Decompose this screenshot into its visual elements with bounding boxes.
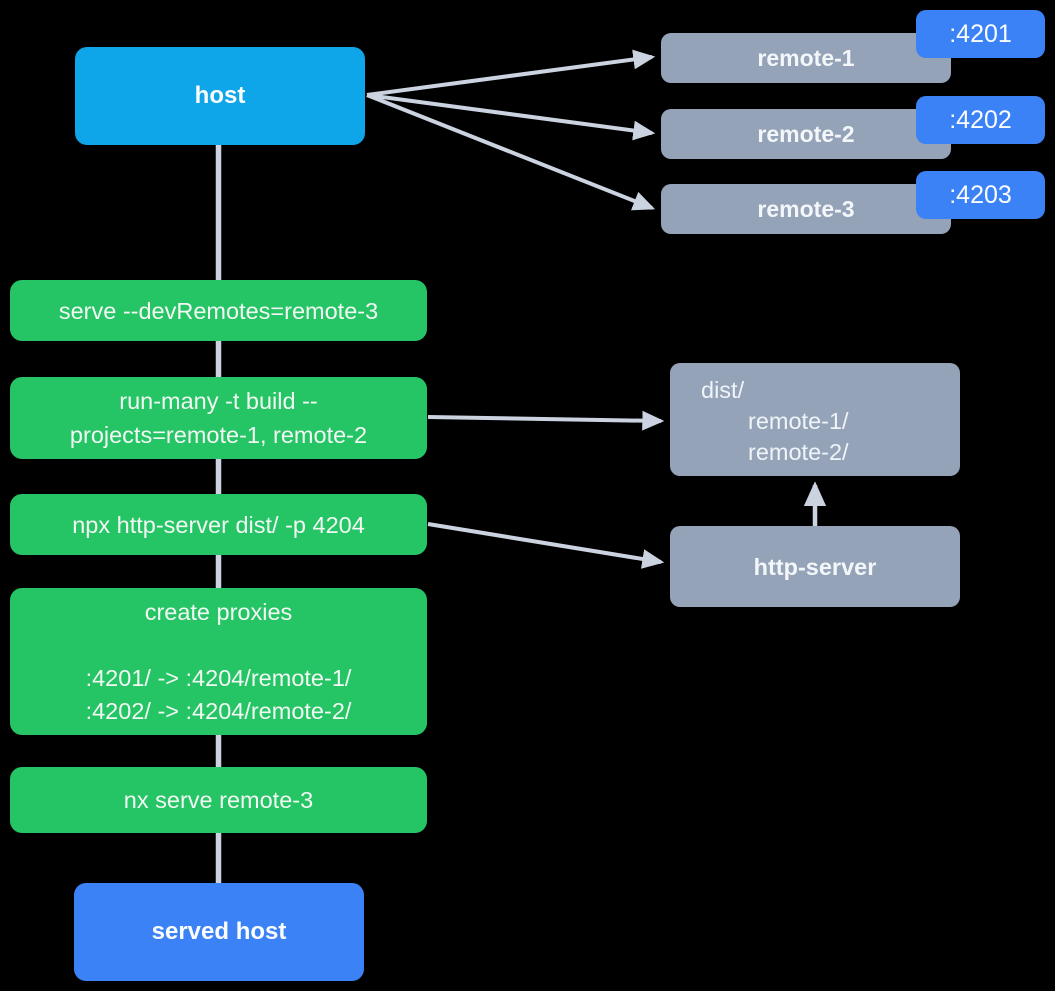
http-server-label: http-server <box>753 553 877 580</box>
dist-root-label: dist/ <box>701 377 745 403</box>
step-serve-label: serve --devRemotes=remote-3 <box>58 297 379 324</box>
proxy-mapping-2: :4202/ -> :4204/remote-2/ <box>85 697 352 724</box>
served-host-node: served host <box>74 883 364 981</box>
port-badge-4203: :4203 <box>916 171 1045 219</box>
port-4201-label: :4201 <box>949 20 1012 48</box>
dist-folder-node: dist/ remote-1/ remote-2/ <box>670 363 960 476</box>
step-run-many-line2: projects=remote-1, remote-2 <box>69 422 368 448</box>
remote-1-label: remote-1 <box>757 45 855 71</box>
host-node: host <box>75 47 365 145</box>
proxies-spacer <box>215 629 222 662</box>
remote-1-node: remote-1 <box>661 33 951 83</box>
proxy-mapping-1: :4201/ -> :4204/remote-1/ <box>85 664 352 691</box>
step-run-many-line1: run-many -t build -- <box>119 388 318 414</box>
remote-3-node: remote-3 <box>661 184 951 234</box>
remote-2-label: remote-2 <box>757 121 855 147</box>
step-nx-serve-remote-3: nx serve remote-3 <box>10 767 427 833</box>
http-server-node: http-server <box>670 526 960 607</box>
port-badge-4202: :4202 <box>916 96 1045 144</box>
step-nx-serve-label: nx serve remote-3 <box>123 787 314 813</box>
step-run-many-build: run-many -t build -- projects=remote-1, … <box>10 377 427 459</box>
step-npx-http-server-label: npx http-server dist/ -p 4204 <box>72 511 365 538</box>
edge-run-many-to-dist <box>427 410 665 431</box>
host-label: host <box>194 82 246 109</box>
edge-host-to-remote-2 <box>366 93 656 141</box>
port-4202-label: :4202 <box>949 106 1012 134</box>
dist-remote-2-label: remote-2/ <box>748 439 849 465</box>
step-serve-devremotes: serve --devRemotes=remote-3 <box>10 280 427 341</box>
step-create-proxies: create proxies :4201/ -> :4204/remote-1/… <box>10 588 427 735</box>
remote-3-label: remote-3 <box>757 196 855 222</box>
create-proxies-title: create proxies <box>144 598 293 625</box>
served-host-label: served host <box>151 918 287 945</box>
dist-remote-1-label: remote-1/ <box>748 408 849 434</box>
edge-host-to-remote-1 <box>366 49 656 97</box>
edge-host-to-remote-3 <box>366 93 656 211</box>
remote-2-node: remote-2 <box>661 109 951 159</box>
port-badge-4201: :4201 <box>916 10 1045 58</box>
step-npx-http-server: npx http-server dist/ -p 4204 <box>10 494 427 555</box>
port-4203-label: :4203 <box>949 181 1012 209</box>
edge-cmd-to-http-server <box>427 522 665 569</box>
